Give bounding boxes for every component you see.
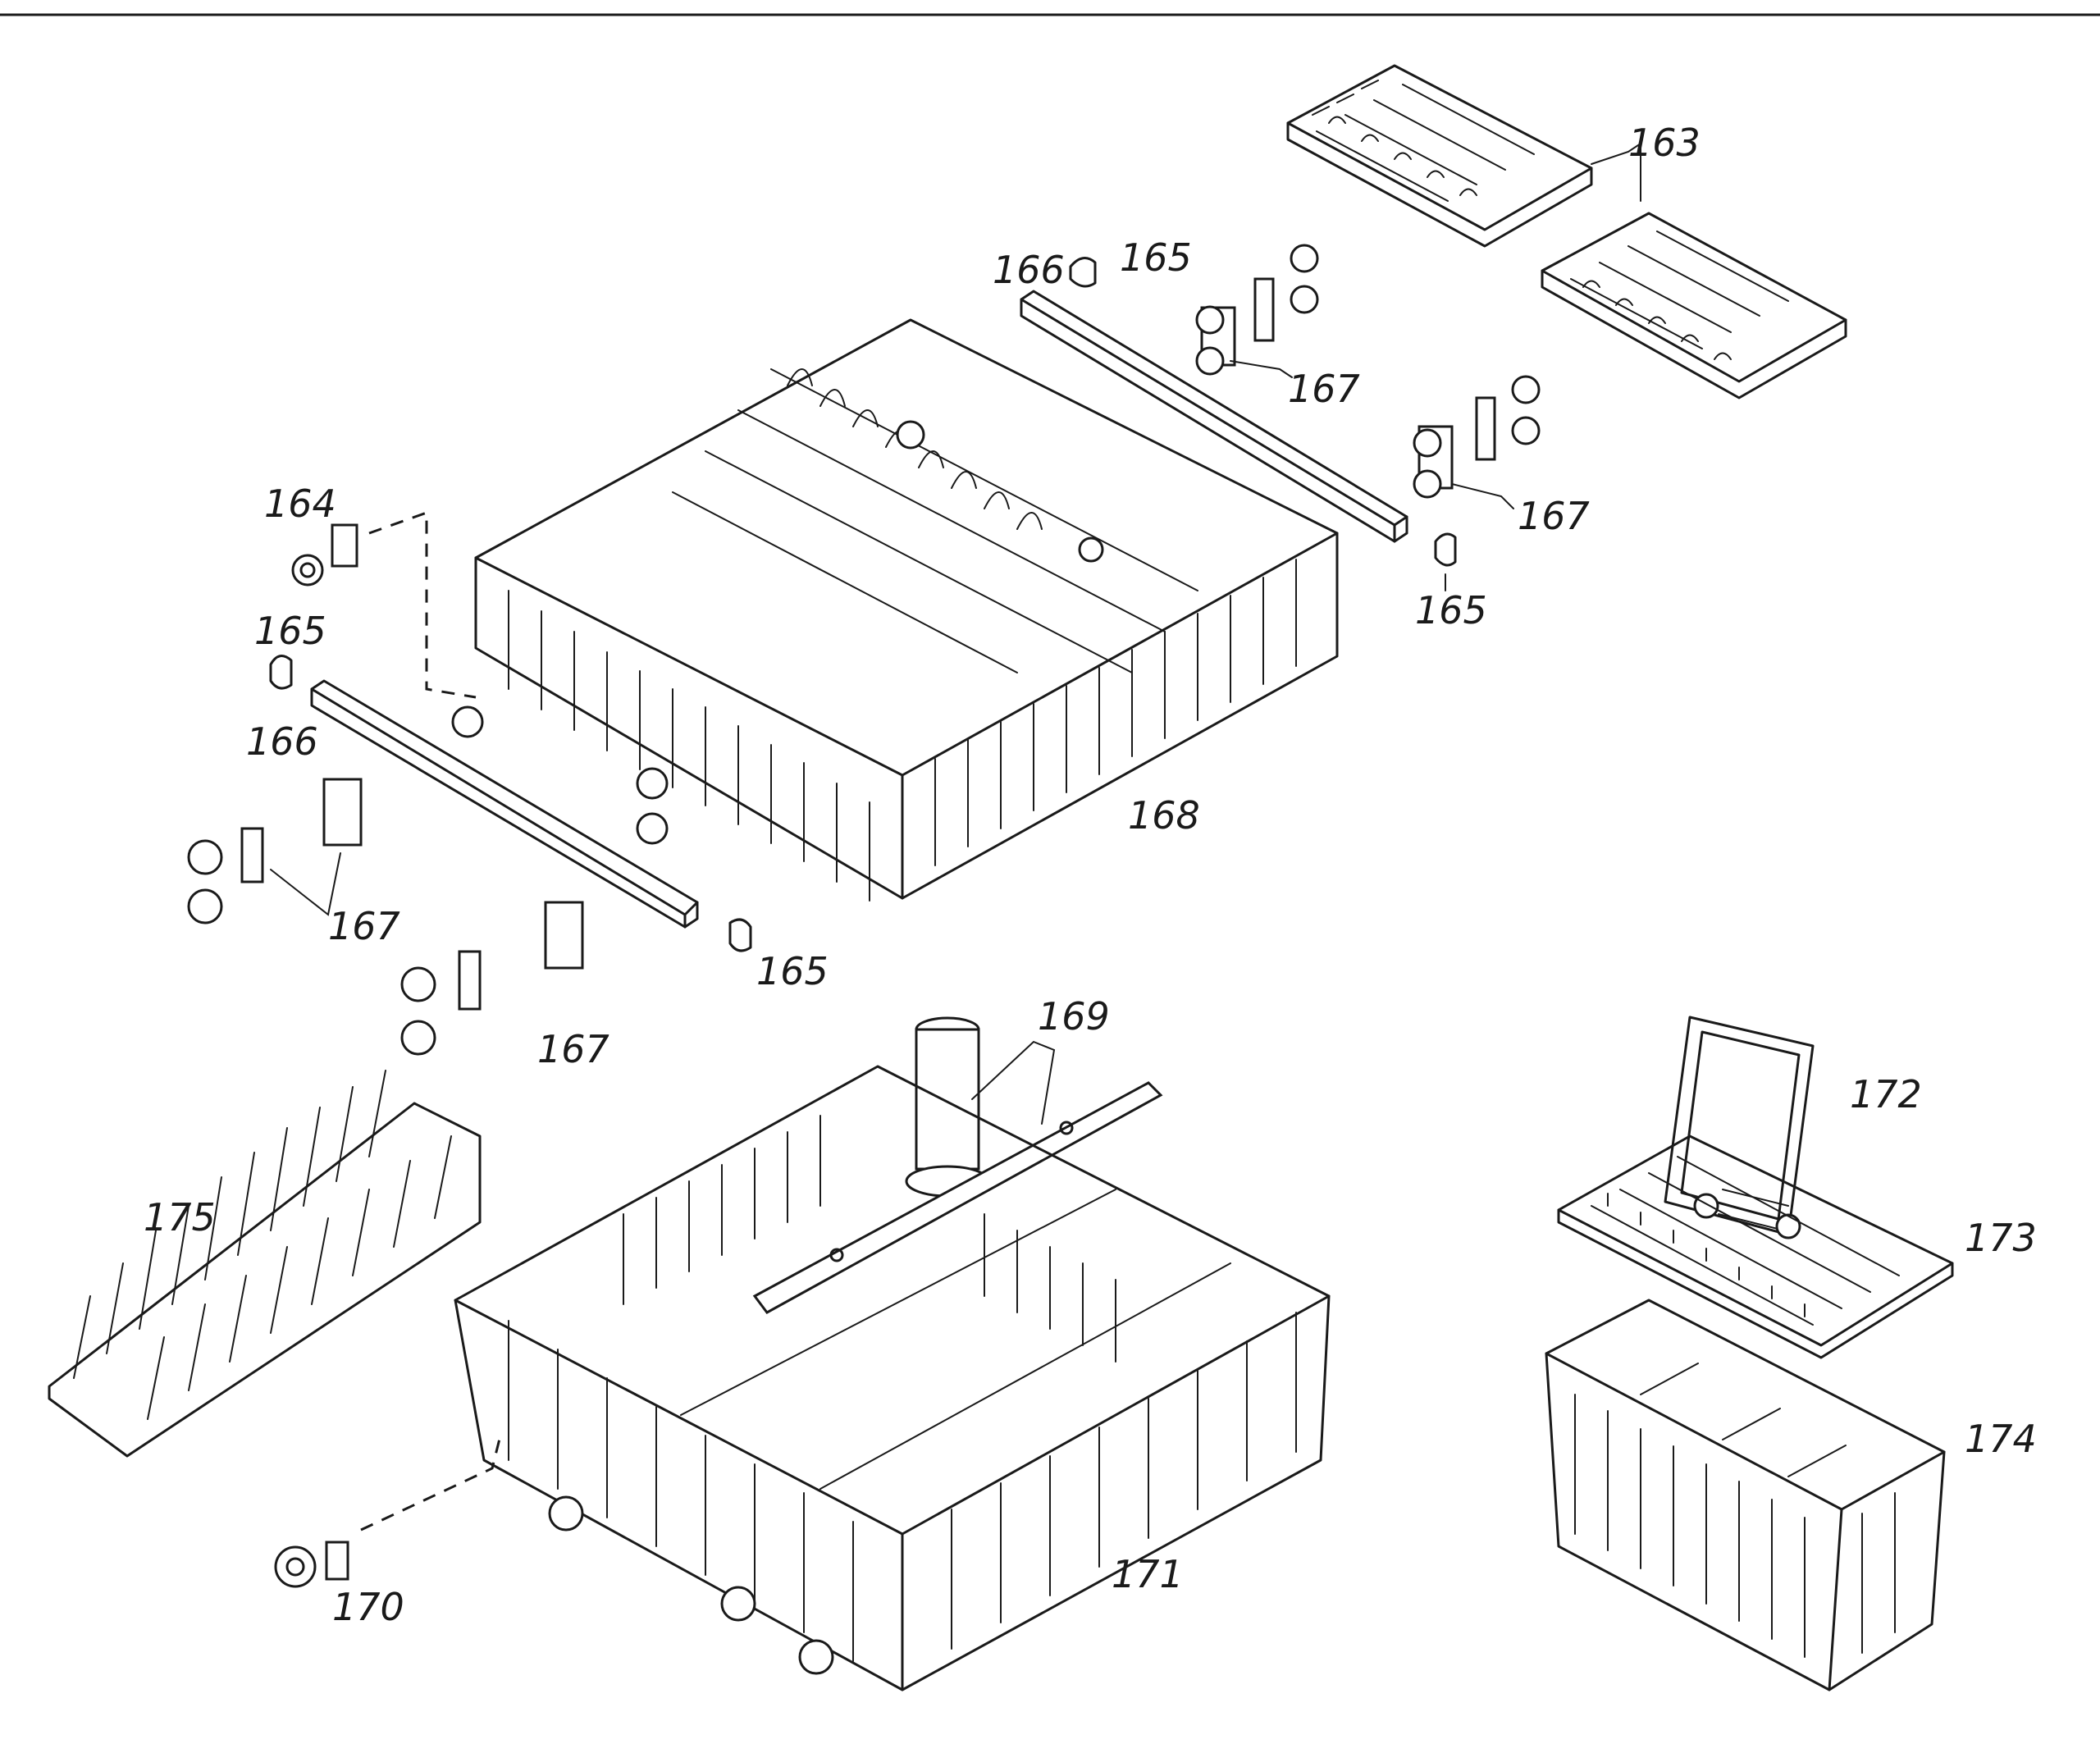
basket-wheels-front [451, 705, 669, 845]
part-167-roller-set-2 [400, 901, 584, 1056]
label-167-2: 167 [537, 1027, 609, 1071]
label-163: 163 [1628, 121, 1701, 165]
part-166-rail-right [1020, 290, 1408, 543]
label-167-3: 167 [1288, 367, 1360, 411]
label-171: 171 [1112, 1552, 1184, 1596]
label-165-front: 165 [756, 949, 829, 993]
cup-shelf-upper [1286, 64, 1593, 248]
part-174-cutlery-basket [1545, 1299, 1946, 1691]
part-170-lower-wheel [274, 1435, 502, 1588]
callout-leader-163 [1591, 142, 1641, 202]
part-169-spray-arm [752, 1016, 1163, 1314]
label-173: 173 [1965, 1216, 2037, 1260]
label-168: 168 [1128, 793, 1200, 838]
part-167-roller-set-3 [1195, 244, 1319, 378]
label-166-left: 166 [246, 719, 318, 764]
label-166-right: 166 [993, 248, 1065, 292]
part-168-upper-basket [474, 318, 1339, 902]
label-175: 175 [144, 1195, 216, 1239]
part-171-lower-basket [454, 1065, 1331, 1691]
lower-basket-wheels [548, 1495, 834, 1675]
part-166-rail-left [310, 679, 699, 929]
cup-shelf-lower [1541, 212, 1847, 399]
label-167-1: 167 [328, 904, 400, 948]
label-172: 172 [1850, 1072, 1922, 1116]
label-170: 170 [332, 1585, 404, 1629]
label-165-top: 165 [1120, 235, 1192, 280]
part-173-basket-lid [1557, 1134, 1954, 1359]
label-165-right: 165 [1415, 588, 1487, 632]
label-174: 174 [1965, 1417, 2037, 1461]
label-167-4: 167 [1518, 494, 1590, 538]
part-172-basket-handle [1664, 1016, 1815, 1239]
part-163-cup-shelves [1286, 64, 1847, 399]
label-164: 164 [264, 482, 336, 526]
part-167-roller-set-4 [1413, 375, 1541, 509]
label-165-left: 165 [254, 609, 326, 653]
part-167-roller-set-1 [187, 778, 363, 924]
part-165-end-caps [269, 257, 1457, 952]
part-164-basket-wheel [291, 510, 477, 699]
label-169: 169 [1038, 994, 1110, 1039]
part-175-plate-rack [48, 1070, 482, 1458]
